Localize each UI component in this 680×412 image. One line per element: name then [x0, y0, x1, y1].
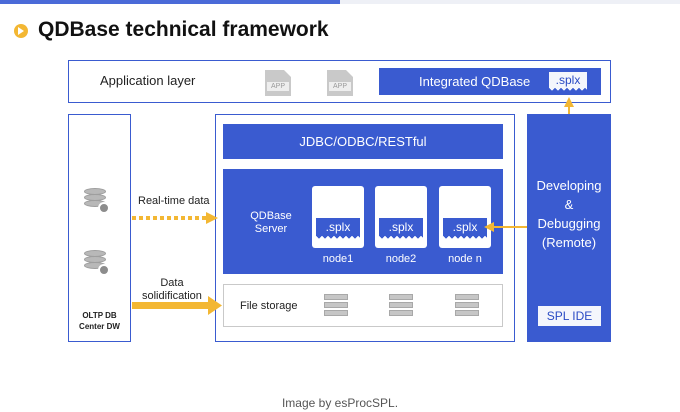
- node-card: .splx: [439, 186, 491, 248]
- integrated-splx-tag: .splx: [549, 72, 587, 91]
- node-label: node1: [322, 253, 354, 265]
- app-icon-label: APP: [267, 82, 289, 91]
- node-label: node n: [448, 253, 482, 265]
- spl-ide-box: SPL IDE: [538, 306, 601, 326]
- image-caption: Image by esProcSPL.: [281, 396, 399, 410]
- storage-disk-icon: [324, 294, 348, 316]
- storage-disk-icon: [455, 294, 479, 316]
- solidification-line2: solidification: [142, 290, 202, 302]
- qdbase-label-line2: Server: [254, 223, 288, 235]
- top-bar: [0, 0, 680, 4]
- jdbc-odbc-restful-bar: JDBC/ODBC/RESTful: [223, 124, 503, 159]
- node-splx-tag: .splx: [379, 218, 423, 239]
- node-splx-tag: .splx: [316, 218, 360, 239]
- page-title: QDBase technical framework: [38, 18, 329, 41]
- dev-label-line4: (Remote): [541, 235, 597, 250]
- dev-label-line1: Developing: [536, 178, 602, 193]
- dev-label-line3: Debugging: [537, 216, 601, 231]
- data-solidification-arrow: [132, 296, 222, 315]
- dev-label-line2: &: [564, 197, 574, 212]
- integrated-qdbase-label: Integrated QDBase: [419, 74, 531, 89]
- data-solidification-label: Data solidification: [142, 277, 202, 303]
- qdbase-label-line1: QDBase: [250, 210, 292, 222]
- developing-debugging-label: Developing & Debugging (Remote): [527, 176, 611, 252]
- realtime-data-label: Real-time data: [138, 195, 210, 207]
- developing-debugging-panel: [527, 114, 611, 342]
- solidification-line1: Data: [160, 277, 184, 289]
- node-card: .splx: [312, 186, 364, 248]
- oltp-db-box: [68, 114, 131, 342]
- qdbase-server-label: QDBase Server: [241, 210, 301, 236]
- storage-disk-icon: [389, 294, 413, 316]
- remote-debug-arrow: [484, 222, 527, 232]
- node-label: node2: [385, 253, 417, 265]
- oltp-db-label: OLTP DB Center DW: [68, 310, 131, 332]
- deploy-up-arrow: [564, 97, 574, 114]
- app-file-icon: APP: [265, 70, 291, 96]
- database-icon: [84, 250, 110, 276]
- oltp-label-line2: Center DW: [79, 322, 120, 331]
- application-layer-label: Application layer: [100, 73, 196, 88]
- oltp-label-line1: OLTP DB: [82, 311, 117, 320]
- node-splx-tag: .splx: [443, 218, 487, 239]
- app-file-icon: APP: [327, 70, 353, 96]
- top-bar-accent: [0, 0, 340, 4]
- realtime-data-arrow: [132, 212, 218, 224]
- node-card: .splx: [375, 186, 427, 248]
- app-icon-label: APP: [329, 82, 351, 91]
- database-icon: [84, 188, 110, 214]
- file-storage-label: File storage: [240, 300, 298, 312]
- title-bullet-icon: [14, 24, 28, 38]
